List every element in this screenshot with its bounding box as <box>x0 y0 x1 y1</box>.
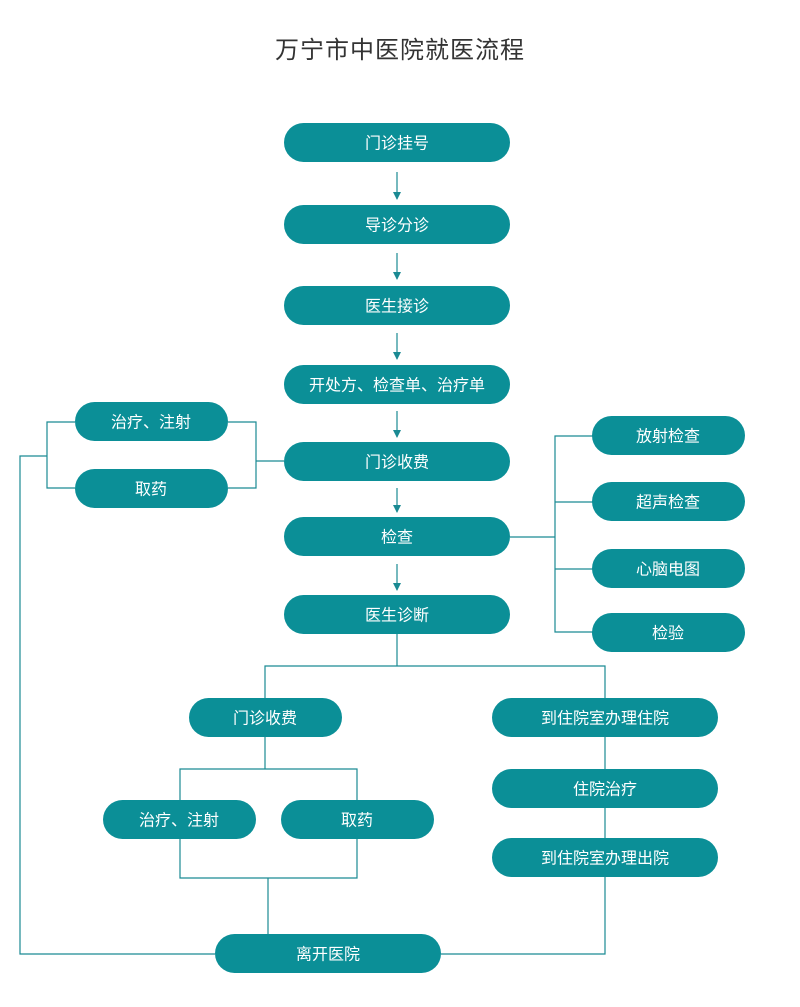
node-consult: 医生接诊 <box>284 286 510 325</box>
connector-diagnosis-split <box>264 665 606 698</box>
node-admission: 到住院室办理住院 <box>492 698 718 737</box>
node-pay2: 门诊收费 <box>189 698 342 737</box>
node-triage: 导诊分诊 <box>284 205 510 244</box>
node-medicine1: 取药 <box>75 469 228 508</box>
svg-text:开处方、检查单、治疗单: 开处方、检查单、治疗单 <box>309 376 485 395</box>
connector-outer-left-loop <box>19 455 215 955</box>
node-prescribe: 开处方、检查单、治疗单 <box>284 365 510 404</box>
svg-text:超声检查: 超声检查 <box>636 493 700 512</box>
node-leave: 离开医院 <box>215 934 441 973</box>
page-title: 万宁市中医院就医流程 <box>275 36 525 64</box>
node-ultrasound: 超声检查 <box>592 482 745 521</box>
svg-text:心脑电图: 心脑电图 <box>636 560 700 579</box>
connector-left-bracket <box>228 421 257 489</box>
node-registration: 门诊挂号 <box>284 123 510 162</box>
svg-text:治疗、注射: 治疗、注射 <box>111 413 191 432</box>
connector-pay2-split <box>179 768 358 800</box>
node-diagnosis: 医生诊断 <box>284 595 510 634</box>
connector-left-bracket-outer <box>46 421 75 489</box>
svg-text:门诊收费: 门诊收费 <box>233 709 297 728</box>
node-lab: 检验 <box>592 613 745 652</box>
node-ecg: 心脑电图 <box>592 549 745 588</box>
node-pay1: 门诊收费 <box>284 442 510 481</box>
svg-text:放射检查: 放射检查 <box>636 427 700 446</box>
svg-text:治疗、注射: 治疗、注射 <box>139 811 219 830</box>
svg-text:门诊挂号: 门诊挂号 <box>365 134 429 153</box>
node-exam: 检查 <box>284 517 510 556</box>
connector-discharge-leave <box>441 877 606 955</box>
node-radiology: 放射检查 <box>592 416 745 455</box>
svg-text:医生接诊: 医生接诊 <box>365 297 429 316</box>
svg-text:住院治疗: 住院治疗 <box>573 780 637 799</box>
connector-right-bracket <box>554 435 593 633</box>
svg-text:检查: 检查 <box>381 528 413 547</box>
svg-text:离开医院: 离开医院 <box>296 945 360 964</box>
node-treat2: 治疗、注射 <box>103 800 256 839</box>
node-treat1: 治疗、注射 <box>75 402 228 441</box>
svg-text:取药: 取药 <box>341 811 373 830</box>
svg-text:检验: 检验 <box>652 624 684 643</box>
connectors <box>19 172 606 955</box>
svg-text:到住院室办理出院: 到住院室办理出院 <box>541 849 669 868</box>
svg-text:医生诊断: 医生诊断 <box>365 606 429 625</box>
svg-text:到住院室办理住院: 到住院室办理住院 <box>541 709 669 728</box>
svg-text:取药: 取药 <box>135 480 167 499</box>
svg-text:导诊分诊: 导诊分诊 <box>365 216 429 235</box>
node-inpatient: 住院治疗 <box>492 769 718 808</box>
node-medicine2: 取药 <box>281 800 434 839</box>
node-discharge: 到住院室办理出院 <box>492 838 718 877</box>
svg-text:门诊收费: 门诊收费 <box>365 453 429 472</box>
connector-treat-merge <box>179 839 358 879</box>
